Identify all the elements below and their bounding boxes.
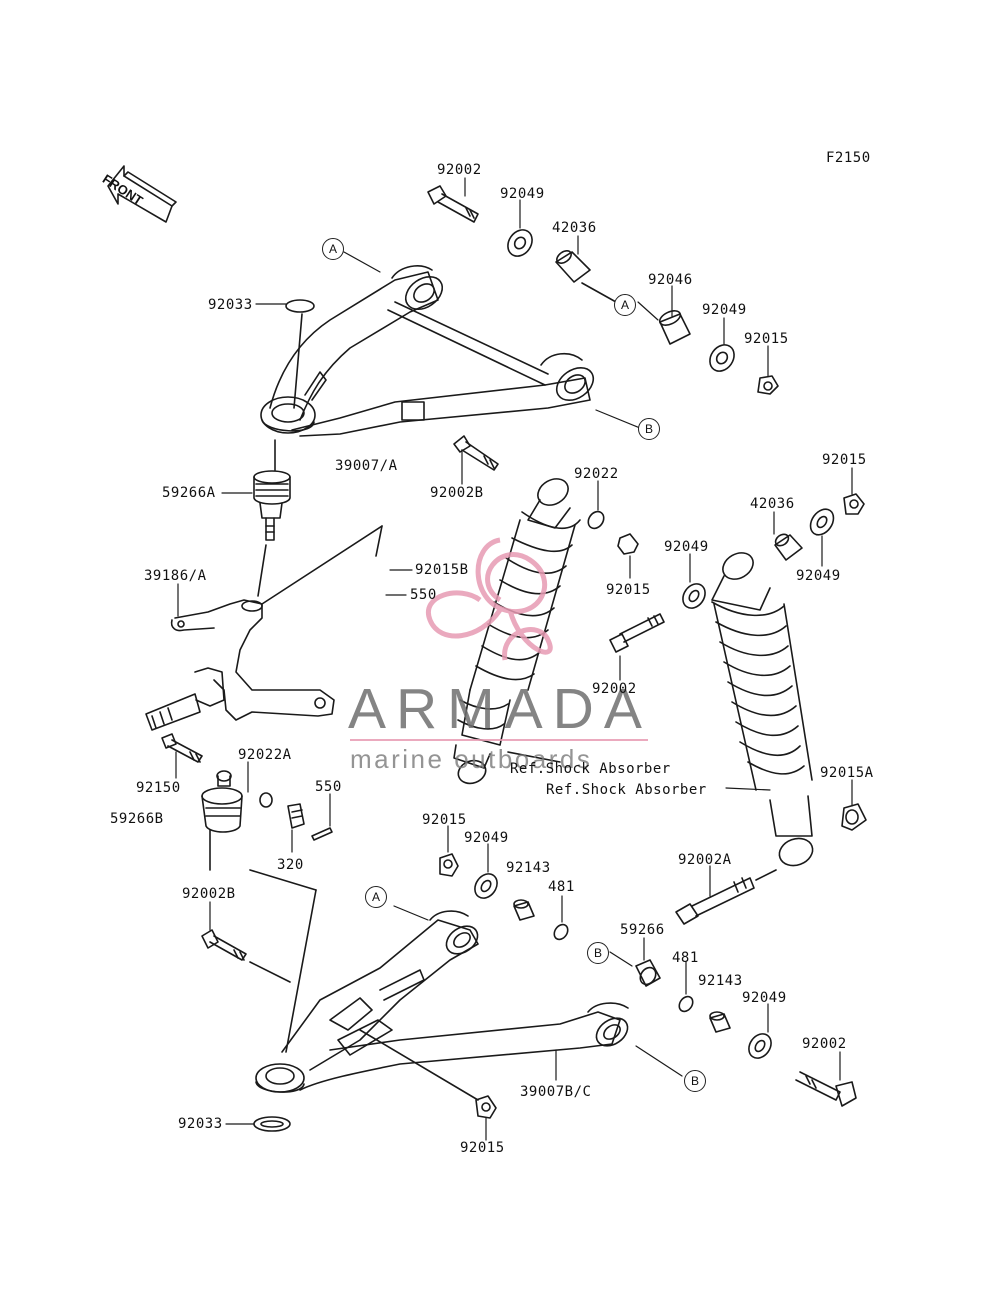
part-label: 92150	[136, 780, 181, 796]
part-label: 39186/A	[144, 568, 207, 584]
watermark-tagline: marine outboards	[350, 744, 593, 774]
part-label: 92002A	[678, 852, 732, 868]
part-label: 92015A	[820, 765, 874, 781]
part-label: 39007/A	[335, 458, 398, 474]
part-label: 92015	[422, 812, 467, 828]
part-label: 92002	[437, 162, 482, 178]
figure-code: F2150	[826, 150, 871, 166]
upper-arm-drawing	[260, 265, 595, 437]
watermark-name: ARMADA	[348, 677, 652, 741]
lower-hardware-drawing	[201, 853, 857, 1132]
right-shock-drawing	[675, 493, 867, 925]
part-label: 550	[410, 587, 437, 603]
part-label: 92002B	[182, 886, 236, 902]
part-label: 92033	[208, 297, 253, 313]
part-label: 92002B	[430, 485, 484, 501]
part-label: 92143	[506, 860, 551, 876]
part-label: 92049	[796, 568, 841, 584]
ball-joint-upper-drawing	[253, 439, 291, 541]
part-label: 92002	[592, 681, 637, 697]
part-label: 92046	[648, 272, 693, 288]
lower-arm-drawing	[249, 869, 629, 1101]
part-label: 59266A	[162, 485, 216, 501]
part-label: 59266	[620, 922, 665, 938]
part-label: 92033	[178, 1116, 223, 1132]
part-label: 92022	[574, 466, 619, 482]
part-label: 92015	[744, 331, 789, 347]
part-label: 481	[672, 950, 699, 966]
part-label: 92022A	[238, 747, 292, 763]
front-arrow-icon	[107, 165, 177, 223]
part-label: 42036	[552, 220, 597, 236]
part-label: 59266B	[110, 811, 164, 827]
callout-a-upper-right: A	[614, 294, 636, 316]
callout-a-upper: A	[322, 238, 344, 260]
part-label: 42036	[750, 496, 795, 512]
callout-b-lower-mid: B	[587, 942, 609, 964]
lower-knuckle-parts-drawing	[161, 733, 333, 871]
callout-a-lower: A	[365, 886, 387, 908]
callout-b-upper: B	[638, 418, 660, 440]
part-label: 320	[277, 857, 304, 873]
ref-left-shock: Ref.Shock Absorber	[510, 761, 671, 777]
leader-lines	[175, 177, 853, 1141]
part-label: 92015B	[415, 562, 469, 578]
part-label: 92049	[500, 186, 545, 202]
part-label: 39007B/C	[520, 1084, 592, 1100]
part-label: 92015	[822, 452, 867, 468]
callout-b-lower: B	[684, 1070, 706, 1092]
upper-hardware-drawing	[285, 185, 779, 409]
part-label: 92002	[802, 1036, 847, 1052]
part-label: 92143	[698, 973, 743, 989]
watermark-divider	[350, 739, 648, 741]
part-label: 481	[548, 879, 575, 895]
armada-logo-icon	[425, 537, 553, 661]
part-label: 92015	[606, 582, 651, 598]
part-label: 550	[315, 779, 342, 795]
part-label: 92049	[664, 539, 709, 555]
part-label: 92049	[742, 990, 787, 1006]
part-label: 92015	[460, 1140, 505, 1156]
part-label: 92049	[702, 302, 747, 318]
part-label: 92049	[464, 830, 509, 846]
ref-right-shock: Ref.Shock Absorber	[546, 782, 707, 798]
knuckle-drawing	[145, 525, 383, 731]
